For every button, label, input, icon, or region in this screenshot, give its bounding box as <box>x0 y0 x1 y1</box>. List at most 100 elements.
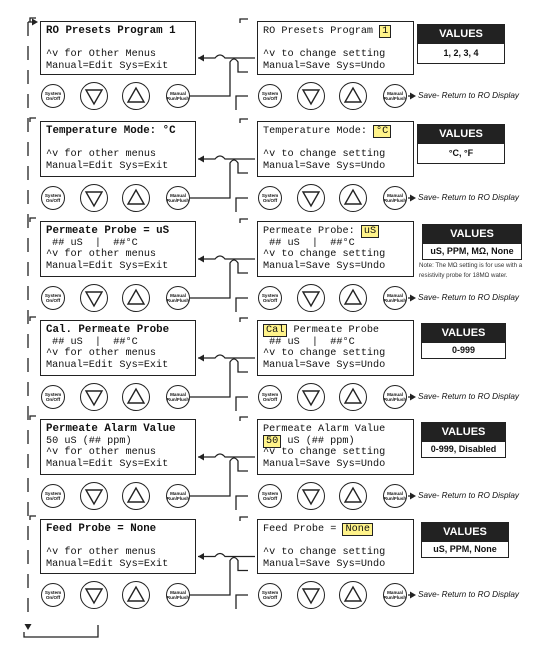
edit-row-5-down-button[interactable] <box>297 482 325 510</box>
edit-row-2-up-button[interactable] <box>339 184 367 212</box>
edit-line: Cal Permeate Probe <box>263 324 408 337</box>
return-to-menu-path <box>198 54 255 59</box>
edit-row-1-up-button[interactable] <box>339 82 367 110</box>
menu-row-1-up-button[interactable] <box>122 82 150 110</box>
edit-entry-path <box>190 159 248 199</box>
menu-row-4-down-button[interactable] <box>80 383 108 411</box>
edit-row-1-down-button[interactable] <box>297 82 325 110</box>
edit-line: Manual=Save Sys=Undo <box>263 61 408 73</box>
edit-highlight-value: Cal <box>263 324 288 337</box>
edit-row-3-down-button[interactable] <box>297 284 325 312</box>
edit-row-1-system-button-label-2: On/Off <box>262 96 278 101</box>
menu-row-3-down-button[interactable] <box>80 284 108 312</box>
edit-text: Manual=Save Sys=Undo <box>263 359 386 371</box>
edit-row-4-system-button-label-2: On/Off <box>262 397 278 402</box>
menu-row-6-up-button[interactable] <box>122 581 150 609</box>
edit-entry-path <box>190 58 248 97</box>
menu-row-2-down-button[interactable] <box>80 184 108 212</box>
down-arrow-icon <box>301 588 321 605</box>
menu-line: ^v for other menus <box>46 447 157 459</box>
menu-line: Manual=Edit Sys=Exit <box>46 458 169 470</box>
menu-row-3-system-button-label-1: System <box>44 292 62 298</box>
menu-line: ## uS | ##°C <box>46 336 138 348</box>
edit-lcd-3: Permeate Probe: uS ## uS | ##°C^v to cha… <box>257 221 414 277</box>
left-corner-mark <box>29 316 36 321</box>
return-to-menu-path <box>198 255 255 260</box>
menu-row-6-down-button[interactable] <box>80 581 108 609</box>
menu-title: Feed Probe = None <box>46 523 157 535</box>
edit-line: Manual=Save Sys=Undo <box>263 261 408 273</box>
left-corner-mark <box>29 415 36 420</box>
values-header: VALUES <box>418 25 504 44</box>
up-arrow-icon <box>126 387 146 404</box>
edit-text: Feed Probe = <box>263 524 343 535</box>
edit-line: Temperature Mode: °C <box>263 125 408 138</box>
return-arrow <box>198 553 204 560</box>
corner-mark <box>239 317 248 322</box>
top-entry-arrow <box>32 18 38 26</box>
menu-row-3-up-button[interactable] <box>122 284 150 312</box>
edit-row-5-system-button-label-2: On/Off <box>262 496 278 501</box>
menu-row-1-down-button[interactable] <box>80 82 108 110</box>
menu-line: ^v for other menus <box>46 348 157 360</box>
edit-row-6-up-button[interactable] <box>339 581 367 609</box>
menu-row-2-up-button[interactable] <box>122 184 150 212</box>
edit-row-3-up-button[interactable] <box>339 284 367 312</box>
menu-line: Manual=Edit Sys=Exit <box>46 260 169 272</box>
edit-row-2-down-button[interactable] <box>297 184 325 212</box>
menu-row-4-up-button[interactable] <box>122 383 150 411</box>
menu-row-2-system-button-label-2: On/Off <box>45 198 61 203</box>
menu-row-1-manual-button-label-2: Run/Flush <box>166 96 190 101</box>
values-header: VALUES <box>422 423 505 442</box>
edit-row-4-down-button[interactable] <box>297 383 325 411</box>
edit-entry-path <box>190 259 248 299</box>
edit-line <box>263 536 408 548</box>
edit-row-5-up-button[interactable] <box>339 482 367 510</box>
menu-row-5-up-button[interactable] <box>122 482 150 510</box>
edit-line: Feed Probe = None <box>263 523 408 536</box>
save-return-label: Save- Return to RO Display <box>418 91 520 100</box>
values-list: 1, 2, 3, 4 <box>443 48 479 58</box>
edit-line: ^v to change setting <box>263 348 408 360</box>
edit-highlight-value: None <box>342 523 373 536</box>
save-arrow <box>410 194 416 202</box>
edit-row-6-manual-button-label-1: Manual <box>387 589 403 595</box>
menu-row-5-down-button[interactable] <box>80 482 108 510</box>
edit-line: ^v to change setting <box>263 49 408 61</box>
menu-lcd-3: Permeate Probe = uS ## uS | ##°C^v for o… <box>40 221 196 277</box>
edit-line: RO Presets Program 1 <box>263 25 408 38</box>
up-arrow-icon <box>343 86 363 103</box>
values-list: uS, PPM, MΩ, None <box>430 246 514 256</box>
up-arrow-icon <box>126 585 146 602</box>
save-arrow <box>410 92 416 100</box>
edit-row-6-down-button[interactable] <box>297 581 325 609</box>
edit-row-4-up-button[interactable] <box>339 383 367 411</box>
